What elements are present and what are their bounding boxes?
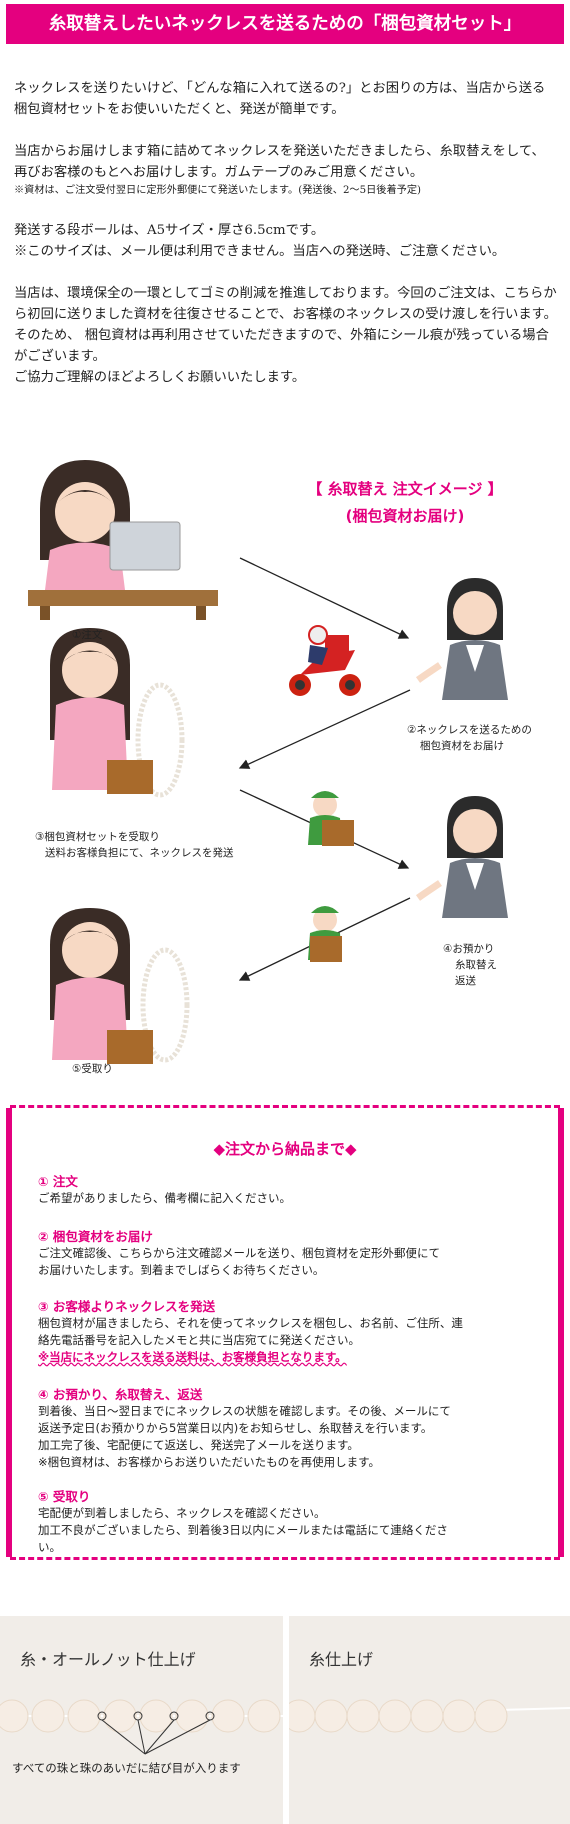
thread-finish-title: 糸仕上げ	[309, 1650, 374, 1669]
step-3: ③ お客様よりネックレスを発送 梱包資材が届きましたら、それを使ってネックレスを…	[38, 1298, 538, 1366]
delivery-person-illustration-2	[308, 906, 342, 962]
all-knot-finish-panel: 糸・オールノット仕上げ すべての珠と珠のあいだに結び目が入ります	[0, 1616, 283, 1824]
intro-paragraph-2-text: 当店からお届けします箱に詰めてネックレスを発送いただきましたら、糸取替えをして、…	[14, 144, 545, 180]
knotted-pearls-image	[0, 1699, 283, 1755]
staff-illustration-2	[415, 796, 508, 918]
intro-paragraph-1: ネックレスを送りたいけど、「どんな箱に入れて送るの?」とお困りの方は、当店から送…	[14, 81, 546, 117]
step-1-text: ご希望がありましたら、備考欄に記入ください。	[38, 1191, 291, 1205]
step-5-heading: ⑤ 受取り	[38, 1489, 91, 1504]
box-size-text: 発送する段ボールは、A5サイズ・厚さ6.5cmです。	[14, 223, 325, 238]
step-4-text-2: 返送予定日(お預かりから5営業日以内)をお知らせし、糸取替えを行います。	[38, 1421, 433, 1435]
all-knot-finish-title: 糸・オールノット仕上げ	[20, 1650, 196, 1669]
step-1-caption: ①注文	[72, 629, 103, 641]
step-5-text-3: い。	[38, 1540, 61, 1554]
customer-ordering-illustration	[28, 460, 218, 620]
arrow-1	[239, 557, 410, 639]
intro-paragraph-2: 当店からお届けします箱に詰めてネックレスを発送いただきましたら、糸取替えをして、…	[14, 141, 558, 199]
mail-warning: ※このサイズは、メール便は利用できません。当店への発送時、ご注意ください。	[14, 244, 506, 259]
step-4-text-1: 到着後、当日～翌日までにネックレスの状態を確認します。その後、メールにて	[38, 1404, 451, 1418]
flow-subtitle: (梱包資材お届け)	[345, 507, 465, 525]
step-4-text-4: ※梱包資材は、お客様からお送りいただいたものを再使用します。	[38, 1455, 380, 1469]
step-4-caption-line2: 糸取替え	[455, 959, 497, 971]
intro-paragraph-3: 発送する段ボールは、A5サイズ・厚さ6.5cmです。 ※このサイズは、メール便は…	[14, 220, 558, 262]
box-left-border	[6, 1108, 12, 1557]
steps-heading: ◆注文から納品まで◆	[213, 1140, 357, 1158]
customer-receiving-box-illustration	[50, 628, 185, 798]
step-3-caption-line1: ③梱包資材セットを受取り	[35, 831, 160, 843]
step-4-text-3: 加工完了後、宅配便にて返送し、発送完了メールを送ります。	[38, 1438, 359, 1452]
step-2: ② 梱包資材をお届け ご注文確認後、こちらから注文確認メールを送り、梱包資材を定…	[38, 1228, 538, 1279]
step-4-caption-line3: 返送	[455, 975, 476, 987]
step-2-caption-line1: ②ネックレスを送るための	[407, 724, 532, 736]
all-knot-caption: すべての珠と珠のあいだに結び目が入ります	[12, 1761, 241, 1775]
step-5: ⑤ 受取り 宅配便が到着しましたら、ネックレスを確認ください。 加工不良がござい…	[38, 1488, 538, 1556]
step-5-caption: ⑤受取り	[72, 1063, 113, 1075]
flow-title: 【 糸取替え 注文イメージ 】	[307, 480, 503, 498]
step-2-text-1: ご注文確認後、こちらから注文確認メールを送り、梱包資材を定形外郵便にて	[38, 1246, 441, 1260]
delivery-person-illustration-1	[308, 791, 354, 846]
step-5-text-1: 宅配便が到着しましたら、ネックレスを確認ください。	[38, 1506, 326, 1520]
thread-finish-panel: 糸仕上げ	[289, 1616, 570, 1824]
thanks-text: ご協力ご理解のほどよろしくお願いいたします。	[14, 370, 306, 385]
step-2-heading: ② 梱包資材をお届け	[38, 1229, 153, 1244]
step-2-text-2: お届けいたします。到着までしばらくお待ちください。	[38, 1263, 325, 1277]
step-4-caption-line1: ④お預かり	[443, 943, 495, 955]
flow-illustration	[28, 460, 508, 1064]
step-3-caption-line2: 送料お客様負担にて、ネックレスを発送	[45, 847, 234, 859]
step-1-heading: ① 注文	[38, 1174, 78, 1189]
intro-text: ネックレスを送りたいけど、「どんな箱に入れて送るの?」とお困りの方は、当店から送…	[14, 78, 558, 409]
step-1: ① 注文 ご希望がありましたら、備考欄に記入ください。	[38, 1173, 538, 1207]
step-3-text-2: 絡先電話番号を記入したメモと共に当店宛てに発送ください。	[38, 1333, 360, 1347]
box-right-border	[558, 1108, 564, 1557]
courier-scooter-illustration	[289, 625, 361, 696]
step-4: ④ お預かり、糸取替え、返送 到着後、当日～翌日までにネックレスの状態を確認しま…	[38, 1386, 538, 1471]
threaded-pearls-image	[289, 1699, 570, 1733]
arrow-2	[238, 689, 411, 769]
step-5-text-2: 加工不良がございましたら、到着後3日以内にメールまたは電話にて連絡くださ	[38, 1523, 448, 1537]
staff-illustration-1	[415, 578, 508, 700]
step-3-text-1: 梱包資材が届きましたら、それを使ってネックレスを梱包し、お名前、ご住所、連	[38, 1316, 463, 1330]
order-steps-box: ◆注文から納品まで◆ ① 注文 ご希望がありましたら、備考欄に記入ください。 ②…	[6, 1105, 564, 1560]
page-banner: 糸取替えしたいネックレスを送るための「梱包資材セット」	[6, 4, 564, 44]
intro-paragraph-4: 当店は、環境保全の一環としてゴミの削減を推進しております。今回のご注文は、こちら…	[14, 283, 558, 388]
order-flow-diagram: 【 糸取替え 注文イメージ 】 (梱包資材お届け)	[0, 450, 570, 1090]
step-3-heading: ③ お客様よりネックレスを発送	[38, 1299, 216, 1314]
eco-text: 当店は、環境保全の一環としてゴミの削減を推進しております。今回のご注文は、こちら…	[14, 286, 557, 364]
step-2-caption-line2: 梱包資材をお届け	[420, 740, 504, 752]
customer-received-illustration	[50, 908, 190, 1064]
shipping-fee-notice: ※当店にネックレスを送る送料は、お客様負担となります。	[38, 1350, 347, 1364]
intro-note: ※資材は、ご注文受付翌日に定形外郵便にて発送いたします。(発送後、2～5日後着予…	[14, 185, 422, 196]
step-4-heading: ④ お預かり、糸取替え、返送	[38, 1387, 203, 1402]
